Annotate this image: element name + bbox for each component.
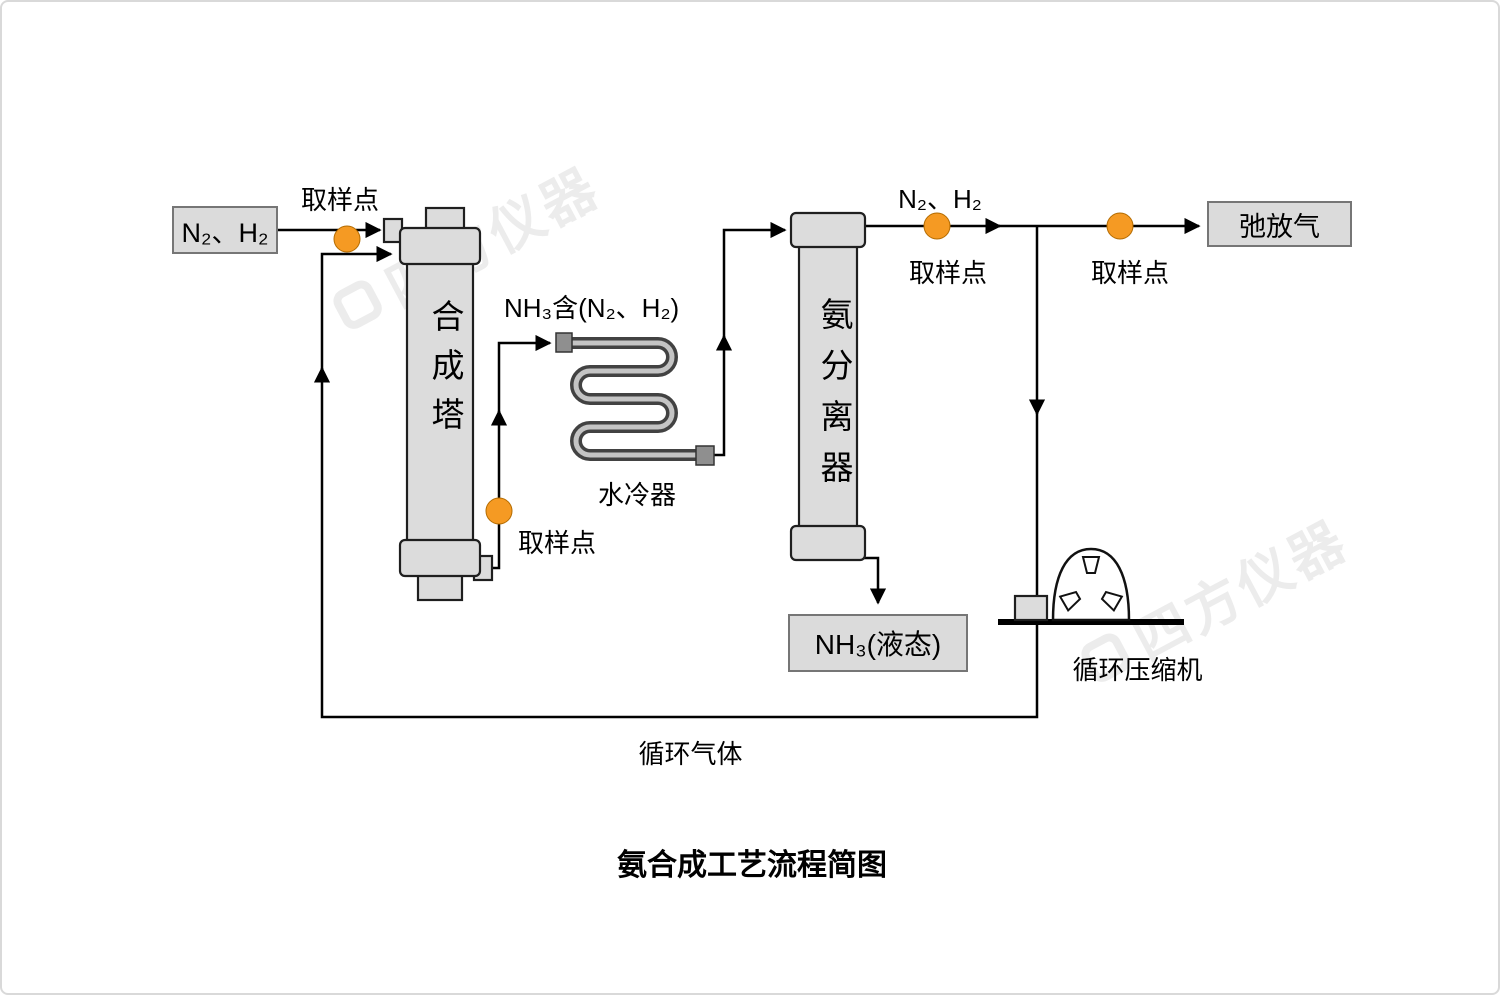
water-cooler-label: 水冷器 (597, 480, 676, 510)
coil-inlet-port (555, 332, 573, 353)
purge-gas-box: 弛放气 (1207, 201, 1352, 247)
coil-outlet-port (695, 445, 715, 466)
recycle-gas-label: 循环气体 (638, 739, 743, 769)
sampling-point-label-tower-outlet: 取样点 (518, 528, 597, 558)
feed-box: N₂、H₂ (172, 206, 278, 254)
sampling-dot-feed (333, 225, 361, 253)
synthesis-tower-label: 合成塔 (427, 299, 464, 446)
compressor-label: 循环压缩机 (1072, 655, 1203, 685)
ammonia-separator-label: 氨分离器 (816, 297, 853, 501)
sampling-dot-purge (1106, 212, 1134, 240)
diagram-title: 氨合成工艺流程简图 (617, 849, 887, 882)
fan-blade-icon (1058, 590, 1082, 613)
water-cooler-coil (555, 332, 715, 466)
separator-to-nh3-line (858, 556, 887, 605)
fan-blade-icon (1100, 590, 1124, 613)
sampling-dot-tower-outlet (485, 497, 513, 525)
recycle-line (320, 226, 1039, 719)
sampling-point-label-feed: 取样点 (300, 185, 379, 215)
sampling-dot-separator-outlet (923, 212, 951, 240)
ammonia-separator (789, 211, 867, 562)
cooler-inlet-stream-label: NH₃含(N₂、H₂) (504, 293, 680, 323)
coil-tube-inner (572, 340, 698, 458)
sampling-point-label-separator-outlet: 取样点 (908, 258, 987, 288)
synthesis-tower (382, 206, 494, 602)
fan-blade-icon (1081, 556, 1101, 574)
compressor-base (998, 619, 1184, 625)
nh3-liquid-box: NH₃(液态) (788, 614, 968, 672)
separator-outlet-gas-label: N₂、H₂ (898, 184, 982, 214)
sampling-point-label-purge: 取样点 (1090, 258, 1169, 288)
compressor-inlet-block (1013, 594, 1049, 622)
circulation-compressor (998, 547, 1184, 625)
